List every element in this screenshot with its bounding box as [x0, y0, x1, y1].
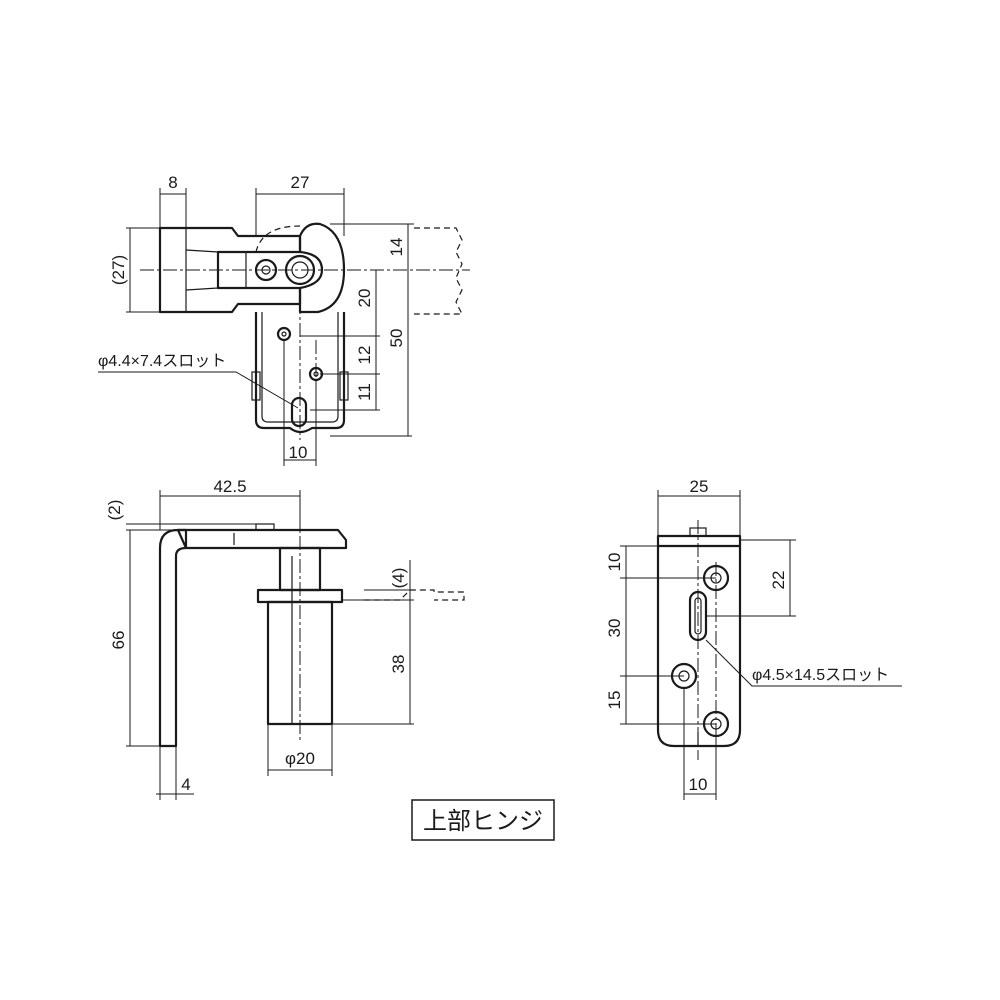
dim-front-25: 25 — [657, 477, 741, 536]
top-slot-note: φ4.4×7.4スロット — [98, 353, 226, 370]
front-view-plate — [656, 534, 742, 748]
dim-side-38: 38 — [332, 599, 414, 725]
dim-side-66-label: 66 — [109, 631, 128, 650]
top-view-block-chamfer — [185, 249, 219, 291]
dim-top-27-label: 27 — [291, 173, 310, 192]
dim-side-42-5: 42.5 — [159, 477, 301, 530]
dim-top-11: 11 — [310, 374, 380, 411]
dim-top-11-label: 11 — [355, 383, 374, 401]
dim-side-4p-label: (4) — [389, 568, 408, 589]
top-view-hole-upper — [276, 326, 292, 342]
top-view-knuckle — [298, 222, 346, 314]
dim-top-14: 14 — [330, 223, 414, 270]
front-slot-leader: φ4.5×14.5スロット — [705, 639, 902, 687]
dim-top-50: 50 — [330, 270, 412, 437]
dim-side-4: 4 — [156, 746, 194, 800]
dim-front-10a: 10 — [605, 545, 716, 579]
front-view: 25 10 22 30 15 — [605, 477, 902, 800]
dim-side-phi20: φ20 — [267, 724, 333, 776]
dim-front-30-label: 30 — [605, 619, 624, 638]
dim-side-2p-label: (2) — [105, 500, 124, 521]
dim-front-10b: 10 — [683, 688, 717, 800]
dim-front-10a-label: 10 — [605, 553, 624, 572]
side-view-door-edge — [364, 589, 465, 601]
side-view-top-plate-rivet — [255, 523, 275, 531]
dim-top-12-label: 12 — [355, 346, 374, 365]
dim-side-66: 66 — [109, 530, 160, 747]
side-view-l-bracket — [158, 528, 188, 748]
top-view-door-outline — [414, 227, 463, 315]
dim-top-20: 20 — [300, 270, 380, 337]
dim-side-4-label: 4 — [181, 775, 190, 794]
top-view: 8 27 (27) 14 20 — [98, 173, 470, 466]
dim-top-27p-label: (27) — [109, 255, 128, 285]
dim-front-22-label: 22 — [769, 571, 788, 590]
dim-front-30: 30 — [605, 578, 684, 677]
front-slot-note: φ4.5×14.5スロット — [752, 667, 889, 684]
top-view-plate-tab-right — [339, 371, 349, 401]
dim-top-10: 10 — [283, 340, 317, 466]
dim-side-4p: (4) — [364, 560, 414, 601]
dim-front-10b-label: 10 — [689, 775, 708, 794]
dim-front-22: 22 — [706, 539, 796, 617]
drawing-title-block: 上部ヒンジ — [411, 799, 555, 841]
dim-side-42-5-label: 42.5 — [213, 477, 246, 496]
top-view-hidden-arc — [255, 225, 301, 253]
top-view-slot — [290, 396, 308, 428]
dim-top-27p: (27) — [109, 227, 160, 313]
dim-side-38-label: 38 — [389, 655, 408, 674]
side-view-top-plate — [176, 528, 348, 550]
top-view-hole-upper-inner — [281, 331, 287, 337]
dim-side-phi20-label: φ20 — [285, 749, 315, 768]
dim-top-14-label: 14 — [387, 238, 406, 257]
dim-top-50-label: 50 — [387, 329, 406, 348]
dim-top-20-label: 20 — [355, 289, 374, 308]
drawing-title: 上部ヒンジ — [423, 808, 543, 835]
dim-top-12: 12 — [300, 335, 380, 375]
top-slot-leader: φ4.4×7.4スロット — [98, 353, 299, 409]
dim-top-27: 27 — [255, 173, 345, 236]
dim-top-10-label: 10 — [289, 443, 308, 462]
dim-front-25-label: 25 — [690, 477, 709, 496]
dim-front-15-label: 15 — [605, 691, 624, 710]
side-view: 42.5 (2) 66 4 38 — [105, 477, 465, 800]
dim-top-8-label: 8 — [168, 173, 177, 192]
drawing-title-box — [411, 799, 555, 841]
dim-front-15: 15 — [605, 676, 716, 725]
dim-top-8: 8 — [159, 173, 187, 228]
dim-side-2p: (2) — [105, 500, 256, 531]
